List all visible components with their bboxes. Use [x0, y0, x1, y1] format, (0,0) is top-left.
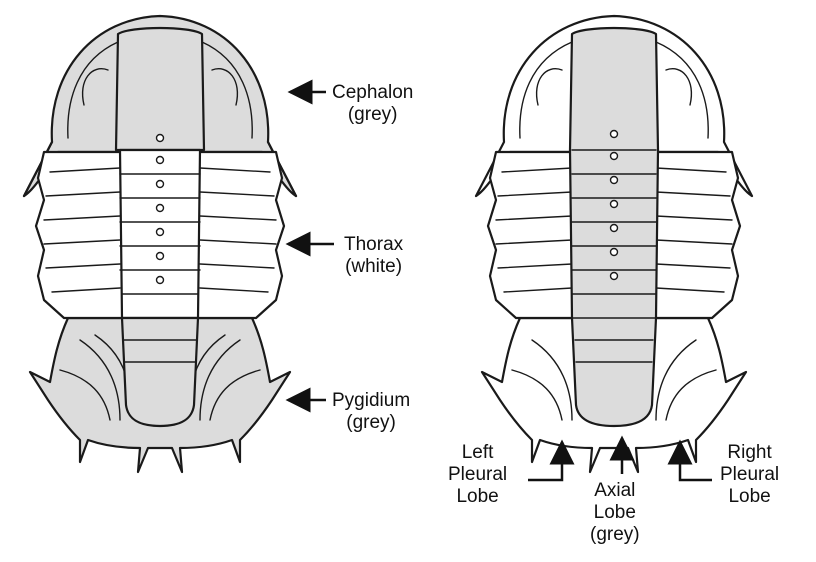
label-right-pleural-lobe: Right Pleural Lobe [720, 442, 779, 508]
label-cephalon: Cephalon (grey) [332, 82, 413, 126]
label-axial-lobe: Axial Lobe (grey) [590, 480, 640, 546]
left-trilobite [24, 16, 296, 472]
label-thorax: Thorax (white) [344, 234, 403, 278]
label-pygidium: Pygidium (grey) [332, 390, 410, 434]
right-trilobite [476, 16, 752, 472]
label-left-pleural-lobe: Left Pleural Lobe [448, 442, 507, 508]
